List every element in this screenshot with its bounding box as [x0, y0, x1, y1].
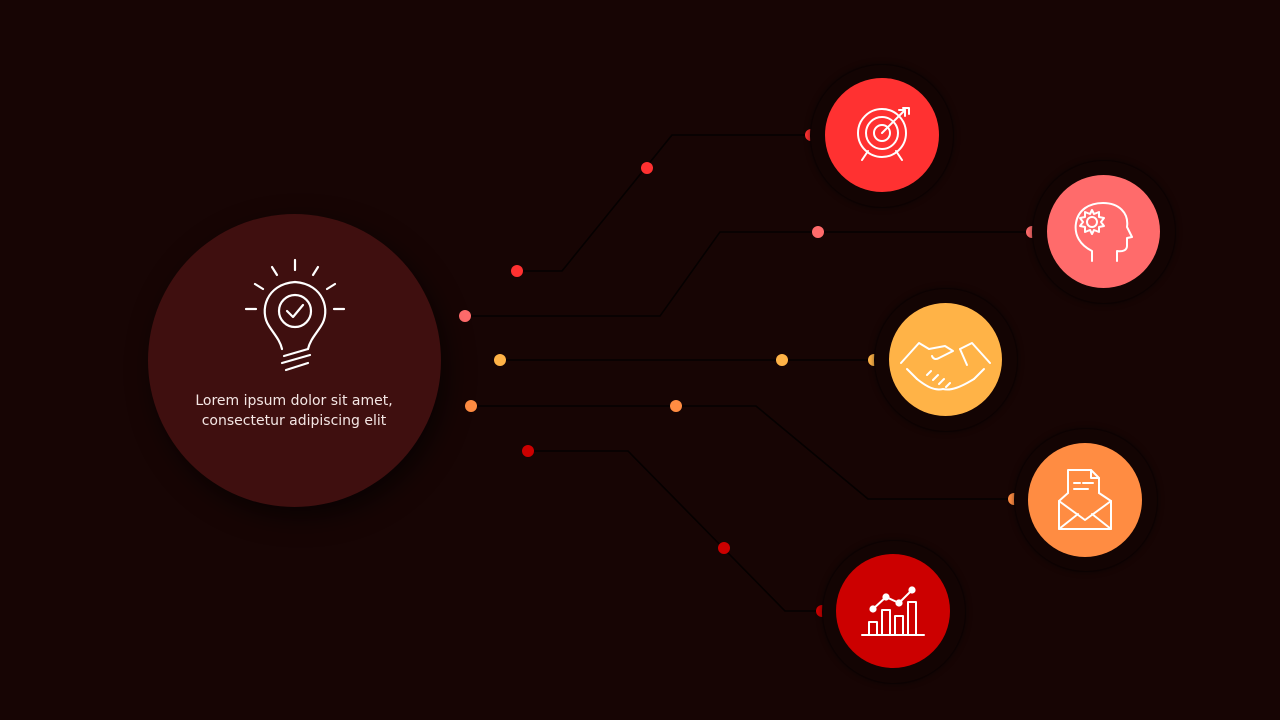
- node-5: [836, 554, 950, 668]
- node-2: [1047, 175, 1160, 288]
- connector-4: [471, 405, 1014, 500]
- connector-3-dot-a: [494, 354, 506, 366]
- connector-4-dot-a: [465, 400, 477, 412]
- connector-1: [517, 134, 811, 272]
- connector-4-dot-b: [670, 400, 682, 412]
- node-4: [1028, 443, 1142, 557]
- connector-1-dot-b: [641, 162, 653, 174]
- lightbulb-check-icon: [244, 258, 346, 372]
- connector-1-dot-a: [511, 265, 523, 277]
- bar-chart-icon: [861, 586, 925, 636]
- node-1: [825, 78, 939, 192]
- head-gear-icon: [1074, 202, 1133, 262]
- mail-document-icon: [1058, 469, 1112, 530]
- handshake-icon: [900, 342, 991, 391]
- connector-5: [528, 450, 822, 612]
- hub-text: Lorem ipsum dolor sit amet, consectetur …: [195, 393, 393, 429]
- connector-2: [465, 231, 1032, 317]
- connector-3-dot-b: [776, 354, 788, 366]
- hub-circle: Lorem ipsum dolor sit amet, consectetur …: [148, 214, 441, 507]
- connector-2-dot-a: [459, 310, 471, 322]
- node-3: [889, 303, 1002, 416]
- connector-5-dot-b: [718, 542, 730, 554]
- target-icon: [857, 107, 910, 161]
- connector-2-dot-b: [812, 226, 824, 238]
- connector-5-dot-a: [522, 445, 534, 457]
